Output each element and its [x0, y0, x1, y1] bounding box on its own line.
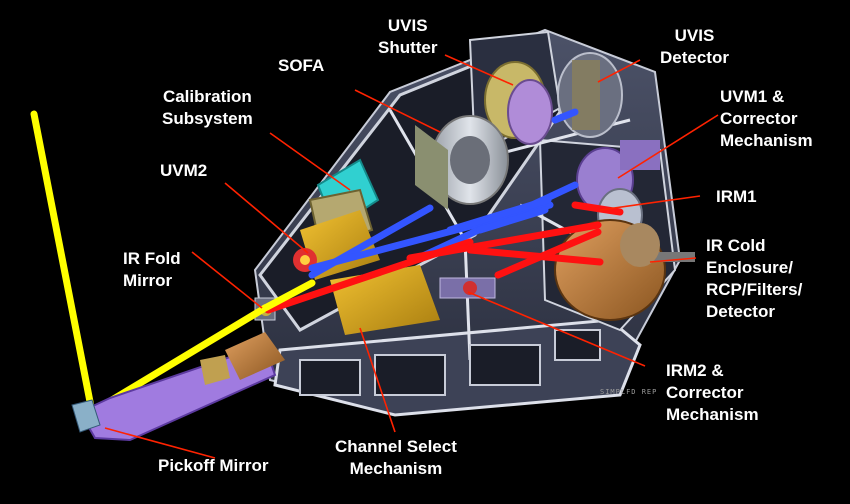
- label-calibration-subsystem: Calibration Subsystem: [162, 87, 253, 128]
- label-pickoff-mirror: Pickoff Mirror: [158, 456, 269, 475]
- label-uvm2: UVM2: [160, 161, 208, 180]
- label-uvm1-corrector: UVM1 & Corrector Mechanism: [720, 87, 813, 150]
- label-irm1: IRM1: [716, 187, 757, 206]
- watermark-text: SIMPLFD REP: [600, 388, 658, 396]
- label-uvis-detector: UVIS Detector: [660, 26, 729, 67]
- sofa-filter-wheel: [415, 115, 509, 210]
- leader-lines: [104, 54, 719, 459]
- pickoff-arm: [71, 332, 285, 442]
- label-uvis-shutter: UVIS Shutter: [378, 16, 438, 57]
- irm2-corrector-mechanism: [439, 277, 496, 299]
- uv-beam-paths: [308, 108, 579, 279]
- uvis-detector-assembly: [557, 52, 623, 138]
- label-sofa: SOFA: [278, 56, 325, 75]
- input-beam-path: [30, 110, 316, 418]
- label-ir-fold-mirror: IR Fold Mirror: [123, 249, 181, 290]
- label-irm2-corrector: IRM2 & Corrector Mechanism: [666, 361, 759, 424]
- label-ir-cold-enclosure: IR Cold Enclosure/ RCP/Filters/ Detector: [706, 236, 803, 321]
- ir-beam-paths: [264, 201, 624, 314]
- uvis-shutter-disk: [484, 61, 553, 145]
- ir-cold-enclosure: [554, 219, 695, 321]
- label-channel-select-mechanism: Channel Select Mechanism: [335, 437, 457, 478]
